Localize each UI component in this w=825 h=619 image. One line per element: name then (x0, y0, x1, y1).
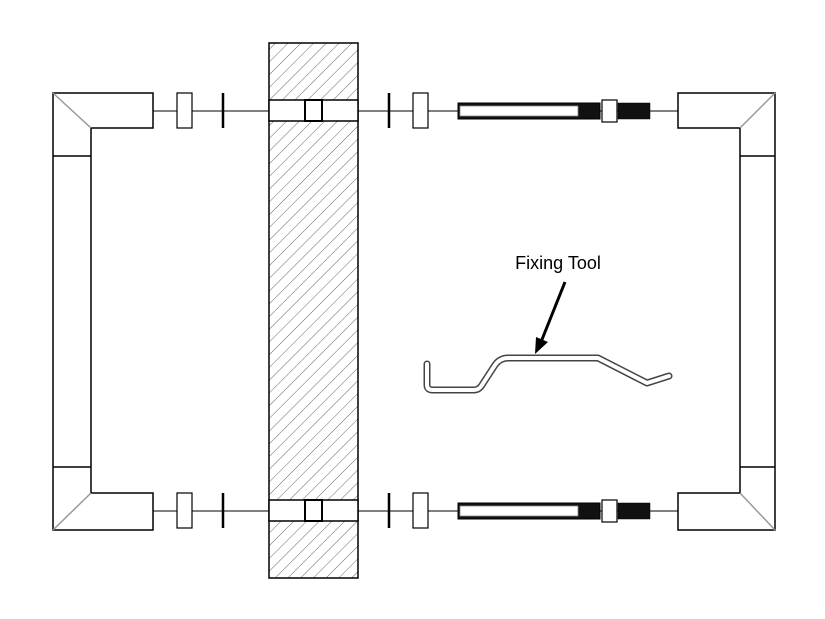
door-panel (268, 42, 359, 579)
nut (601, 99, 618, 123)
nut (601, 499, 618, 523)
right-handle (677, 92, 776, 531)
thread (617, 502, 651, 520)
spacer-washer (412, 492, 429, 529)
spacer-washer (412, 92, 429, 129)
fixing-tool (423, 354, 673, 394)
thread (617, 102, 651, 120)
spacer-washer (176, 92, 193, 129)
fixing-tool-label: Fixing Tool (515, 253, 601, 273)
callout-arrow (535, 281, 567, 354)
top-fixings (176, 92, 651, 129)
left-handle (52, 92, 154, 531)
bottom-fixings (176, 492, 651, 529)
spacer-washer (176, 492, 193, 529)
